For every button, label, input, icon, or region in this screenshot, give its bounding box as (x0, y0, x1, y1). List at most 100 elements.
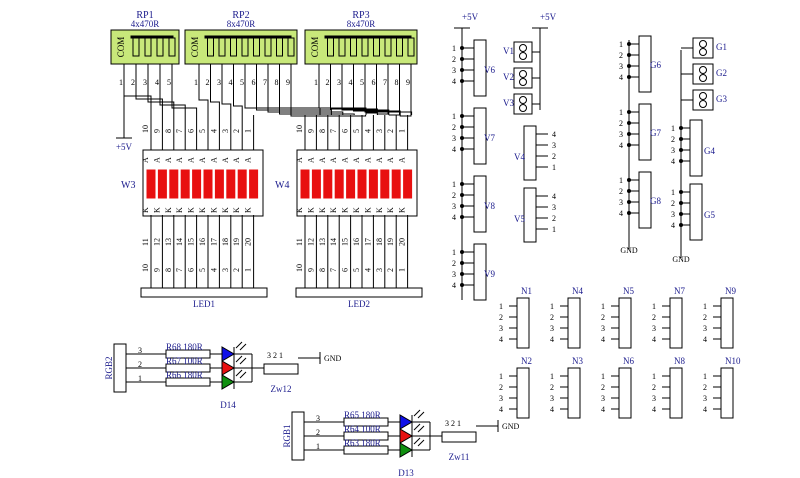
v-connector-junction (460, 68, 464, 72)
resistor-pack-pin-number: 3 (143, 78, 147, 87)
bargraph-w4-bottom-pin: 12 (306, 238, 315, 246)
v-connector-body (473, 243, 487, 301)
v-connector-junction (460, 215, 464, 219)
n-connector-pin: 3 (703, 324, 707, 333)
rp2-to-bargraph-wire (279, 88, 355, 115)
bargraph-w4-segment (311, 169, 321, 199)
v-connector-pin: 4 (452, 145, 456, 154)
v-jumper-ref: V2 (503, 72, 514, 82)
n-connector-pin: 2 (703, 383, 707, 392)
v-connector-pin: 3 (552, 141, 556, 150)
v-connector-junction (460, 283, 464, 287)
bargraph-w4-segment (300, 169, 310, 199)
bargraph-w4-cathode-label: K (295, 207, 304, 213)
v-connector-ref: V4 (514, 152, 525, 162)
led-header-2-ref: LED2 (348, 299, 370, 309)
v-connector-pin: 2 (452, 259, 456, 268)
rgb2-led-ray (239, 371, 247, 379)
g-connector-junction (627, 121, 631, 125)
resistor-pack-pin-number: 2 (206, 78, 210, 87)
bargraph-w4-top-pin: 5 (352, 129, 361, 133)
bargraph-w3-top-pin: 7 (175, 129, 184, 133)
gnd-label-g: GND (620, 246, 638, 255)
bargraph-w3-segment (203, 169, 213, 199)
resistor-pack-value: 8x470R (347, 19, 376, 29)
resistor-pack-pin-number: 6 (252, 78, 256, 87)
bargraph-w4-top-pin: 6 (341, 129, 350, 133)
n-connector-body (669, 297, 683, 349)
rgb2-led-triangle (221, 360, 235, 376)
bargraph-w3-header-pin: 4 (209, 268, 218, 272)
bargraph-w4-cathode-label: K (318, 207, 327, 213)
bargraph-w3-anode-label: A (175, 157, 184, 163)
v-connector-junction (460, 46, 464, 50)
g-connector-pin: 3 (671, 210, 675, 219)
g-connector-junction (627, 75, 631, 79)
g-connector-junction (679, 223, 683, 227)
bargraph-w4-cathode-label: K (306, 207, 315, 213)
resistor-pack-pin-number: 6 (372, 78, 376, 87)
bargraph-w4-body (296, 149, 418, 217)
resistor-pack-pin-number: 4 (229, 78, 233, 87)
v-connector-junction (460, 147, 464, 151)
resistor-pack-pin-number: 1 (119, 78, 123, 87)
bargraph-w4-top-pin: 4 (363, 129, 372, 133)
resistor-pack-value: 4x470R (131, 19, 160, 29)
resistor-pack-body (184, 29, 298, 65)
resistor-pack-pin-number: 1 (314, 78, 318, 87)
g-jumper-pin (699, 66, 707, 74)
bargraph-w3-bottom-pin: 13 (164, 238, 173, 246)
g-connector-pin: 2 (671, 135, 675, 144)
bargraph-w4-segment (391, 169, 401, 199)
v-connector-pin: 1 (452, 180, 456, 189)
vcc-label-left: +5V (116, 142, 133, 152)
n-connector-pin: 4 (499, 335, 503, 344)
bargraph-w3-bottom-pin: 19 (232, 238, 241, 246)
bargraph-w4-bottom-pin: 18 (375, 238, 384, 246)
bargraph-w4-cathode-label: K (341, 207, 350, 213)
n-connector-pin: 3 (601, 324, 605, 333)
v-connector-pin: 4 (552, 130, 556, 139)
rgb1-gnd-label: GND (502, 422, 520, 431)
vcc-label-top: +5V (462, 12, 479, 22)
rp1-to-w3-wire (147, 88, 175, 115)
g-connector-ref: G5 (704, 210, 715, 220)
bargraph-w3-bottom-pin: 20 (244, 238, 253, 246)
rgb1-led-ray (413, 423, 421, 431)
n-connector-body (720, 367, 734, 419)
bargraph-w3-segment (249, 169, 259, 199)
g-connector-pin: 1 (671, 188, 675, 197)
g-connector-pin: 4 (619, 73, 623, 82)
n-connector-body (516, 297, 530, 349)
n-connector-ref: N4 (572, 286, 583, 296)
bargraph-w3-top-pin: 3 (221, 129, 230, 133)
bargraph-w4-header-pin: 3 (375, 268, 384, 272)
v-connector-pin: 4 (452, 281, 456, 290)
rp2-to-bargraph-wire (221, 88, 232, 115)
rgb1-led-ray (417, 439, 425, 447)
resistor-pack-com-label: COM (310, 37, 320, 58)
bargraph-w4-anode-label: A (329, 157, 338, 163)
bargraph-w3-body (142, 149, 264, 217)
g-connector-pin: 3 (619, 130, 623, 139)
rgb1-switch-pins: 3 2 1 (445, 419, 461, 428)
bargraph-w3-cathode-label: K (244, 207, 253, 213)
v-connector-body (523, 187, 537, 243)
n-connector-pin: 1 (703, 372, 707, 381)
rgb1-led-ray (417, 411, 425, 419)
bargraph-w3-anode-label: A (232, 157, 241, 163)
g-connector-junction (627, 110, 631, 114)
g-connector-pin: 4 (671, 221, 675, 230)
v-connector-ref: V6 (484, 65, 495, 75)
v-connector-pin: 2 (552, 214, 556, 223)
rp2-to-bargraph-wire (198, 88, 209, 115)
rgb1-resistor-label: R64 100R (344, 424, 381, 434)
bargraph-w4-top-pin: 7 (329, 129, 338, 133)
n-connector-pin: 4 (703, 335, 707, 344)
bargraph-w4-header-pin: 10 (295, 264, 304, 272)
bargraph-w4-anode-label: A (341, 157, 350, 163)
g-jumper-ref: G1 (716, 42, 727, 52)
v-connector-pin: 1 (552, 163, 556, 172)
rgb1-switch (441, 431, 477, 443)
n-connector-body (618, 297, 632, 349)
